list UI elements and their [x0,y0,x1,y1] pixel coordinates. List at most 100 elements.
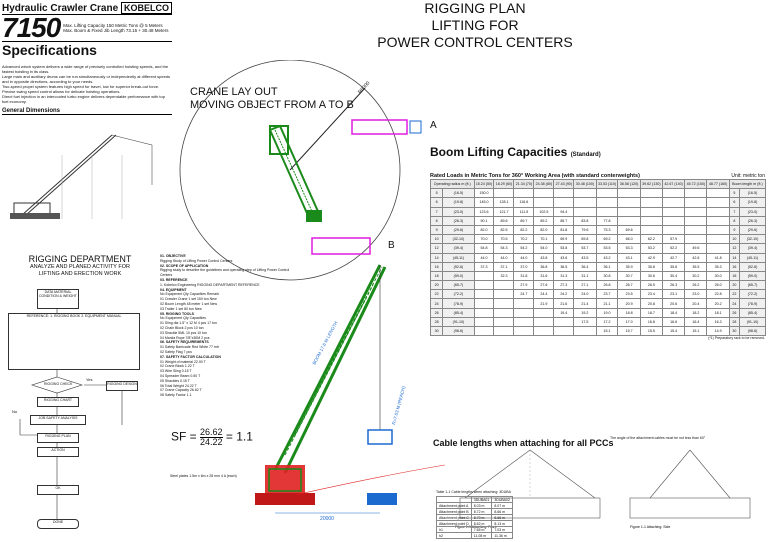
label-a: A [430,120,437,131]
table-cell: 20.2 [706,298,730,309]
table-cell: 36.4 [573,261,597,272]
ground-dimension: 20000 [320,516,334,522]
table-cell: 14.9 [706,325,730,337]
flow-design: RIGGING DESIGN [106,381,138,391]
table-cell: 30.6 [639,270,663,282]
table-cell: 16.4 [684,316,708,328]
table-cell [573,197,597,208]
table-cell: 36.8 [533,261,555,272]
boom-length-header: 27.43 (90) [553,178,575,190]
table-cell: (72-2) [739,289,766,300]
table-cell [706,243,730,254]
table-cell: (26-3) [442,215,475,226]
table-cell: (98-6) [739,325,766,337]
table-cell: 69.8 [573,234,597,245]
cable-table-caption: Table 1-1 Cable lengths when attaching: … [436,490,511,494]
table-cell: (45-11) [442,252,475,263]
table-cell [573,325,597,337]
table-cell: 111.5 [513,206,535,217]
fig-side-caption: Figure 1-1 Attaching: Side [630,525,670,529]
table-cell: 15.1 [595,325,619,337]
table-cell: 44.0 [473,252,495,263]
study-line: 01. OBJECTIVE [160,254,186,258]
study-line: 07. SAFETY FACTOR CALCULATION [160,354,221,359]
study-line: No Equipment Qty Capacities [160,316,206,321]
table-cell: (32-10) [442,234,475,245]
table-cell: (85-4) [442,307,475,318]
table-cell: (91-10) [442,316,475,328]
table-cell: 35.5 [684,261,708,272]
table-cell: 7 [429,206,444,217]
boom-length-header: 21.34 (70) [513,178,535,190]
table-cell: 52.2 [661,243,686,254]
table-cell: 16.3 [706,316,730,328]
boom-length-header: 39.62 (130) [639,178,663,190]
table-cell: 17.2 [595,316,619,328]
boom-length-header: 30.48 (100) [573,178,597,190]
table-cell: (52-6) [739,261,766,272]
cable-title: Cable lengths when attaching for all PCC… [433,438,614,448]
table-cell: 14 [728,252,741,263]
table-cell: 77.8 [595,215,619,226]
capacity-line: Max. Lifting Capacity 150 Metric Tons @ … [63,23,163,28]
table-cell: 31.6 [533,270,555,282]
table-cell: 19.4 [553,307,575,318]
swing-radius-circle [179,60,401,281]
table-cell [513,188,535,199]
table-cell: 85.7 [553,215,575,226]
table-cell [493,188,515,199]
boom-length-header: 36.58 (120) [617,178,641,190]
table-cell: (16-5) [442,188,475,199]
table-cell: 17.5 [573,316,597,328]
table-cell: (32-10) [739,234,766,245]
flow-rigging-chart: RIGGING CHART [37,397,79,407]
study-line: 02 Chain Block 2 pcs 10 ton [160,325,204,330]
table-cell: 82.0 [533,224,555,236]
table-cell: 82.5 [493,224,515,236]
table-cell: (91-10) [739,316,766,328]
table-cell: 27.9 [513,280,535,291]
table-cell [639,206,663,217]
table-cell: 43.8 [533,252,555,263]
table-cell: 102.5 [533,206,555,217]
table-cell: 19.2 [573,307,597,318]
table-cell: 20 [728,280,741,291]
table-cell [639,224,663,236]
crane-boom [273,264,387,474]
layout-note-line-2: MOVING OBJECT FROM A TO B [190,99,354,111]
reference-arc [294,464,445,496]
table-footnote: (*1) Preparatory rack to be removed. [708,336,765,341]
study-line: 03 Wire Sling 0.15 T [160,369,192,374]
table-cell: 24.4 [533,289,555,300]
boom-length-header: 15.24 (50) [473,178,495,190]
study-line: 04 Manila Rope 7/8"x30M 2 pcs [160,335,210,340]
table-cell: 18.4 [661,307,686,318]
table-cell [473,270,495,282]
table-cell: 54.2 [513,243,535,254]
table-cell: 18.8 [617,307,641,318]
target-marker [409,120,422,134]
sf-fraction: 26.62 24.22 [200,428,223,447]
table-cell [473,298,495,309]
table-cell [617,206,641,217]
study-line: 02 Boom Length 48 meter 1 set New [160,301,218,306]
table-cell: 54.3 [493,243,515,254]
table-cell: 26.7 [617,280,641,291]
table-cell: 70.1 [533,234,555,245]
model-number: 7150 [2,12,61,43]
table-cell: (23-0) [739,206,766,217]
table-cell: 14 [429,252,444,263]
flow-yes: Yes [86,377,93,382]
table-cell [513,307,535,318]
table-cell: 27.1 [573,280,597,291]
crane-plan-view [268,124,322,222]
title-line-2: LIFTING FOR [431,17,519,33]
study-line: 1. Kobelco Engineering RIGGING DEPARTMEN… [160,282,260,287]
table-cell: 5 [728,188,741,199]
table-cell: (78-9) [739,298,766,309]
